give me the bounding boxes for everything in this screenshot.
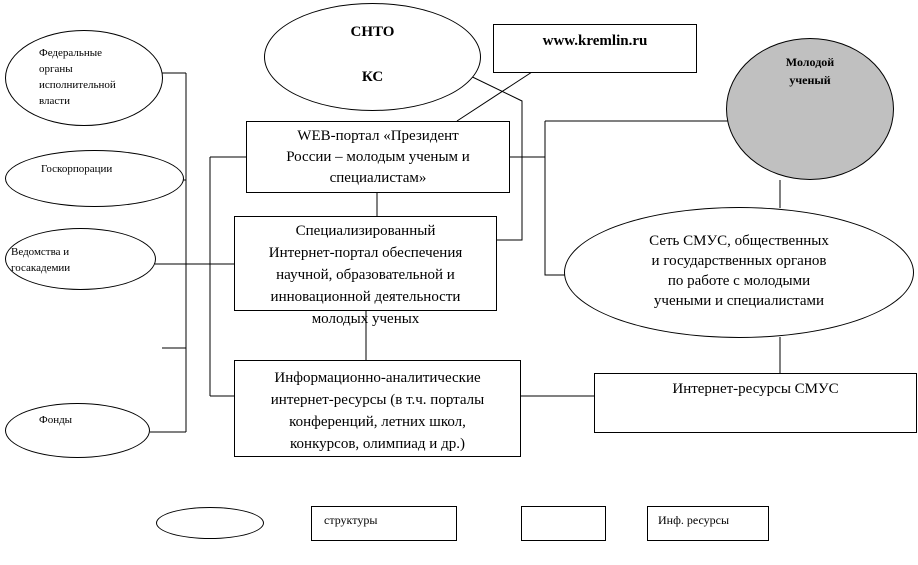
kremlin-label: www.kremlin.ru: [542, 33, 648, 49]
vedomstva-node: Ведомства и госакадемии: [5, 228, 156, 290]
smus-resources-label: Интернет-ресурсы СМУС: [672, 381, 839, 397]
info-analytic-label-2: интернет-ресурсы (в т.ч. порталы: [270, 392, 485, 408]
spec-portal-label-4: инновационной деятельности: [270, 289, 461, 305]
vedomstva-label-2: госакадемии: [11, 262, 71, 274]
federal-label-3: исполнительной: [39, 79, 116, 91]
snto-label: СНТО: [350, 24, 395, 40]
federal-label-2: органы: [39, 63, 73, 75]
federal-label-4: власти: [39, 95, 70, 107]
vedomstva-label-1: Ведомства и: [11, 246, 70, 258]
smus-network-label-3: по работе с молодыми: [667, 273, 811, 289]
legend-structure-shape: [156, 507, 264, 539]
web-portal-label-2: России – молодым ученым и: [286, 149, 470, 165]
young-scientist-label-2: ученый: [789, 73, 831, 87]
info-analytic-label-4: конкурсов, олимпиад и др.): [290, 436, 465, 452]
smus-network-label-1: Сеть СМУС, общественных: [649, 233, 829, 249]
info-analytic-label-1: Информационно-аналитические: [274, 370, 481, 386]
spec-portal-node: Специализированный Интернет-портал обесп…: [234, 216, 497, 327]
snto-node: СНТО КС: [264, 3, 481, 111]
legend-structures-box: структуры: [311, 506, 457, 541]
young-scientist-node: Молодой ученый: [726, 38, 894, 180]
spec-portal-label-2: Интернет-портал обеспечения: [268, 245, 463, 261]
fondy-node: Фонды: [5, 403, 150, 458]
connector-snto: [457, 69, 523, 241]
federal-node: Федеральные органы исполнительной власти: [5, 30, 163, 126]
connector-right-bus: [544, 121, 565, 276]
connector-kremlin: [456, 71, 533, 122]
web-portal-node: WEB-портал «Президент России – молодым у…: [246, 121, 510, 193]
snto-label-2: КС: [361, 69, 384, 85]
web-portal-label-1: WEB-портал «Президент: [297, 128, 459, 144]
legend-structures-label: структуры: [324, 513, 378, 527]
smus-resources-node: Интернет-ресурсы СМУС: [594, 373, 917, 433]
spec-portal-label-3: научной, образовательной и: [276, 267, 455, 283]
kremlin-node: www.kremlin.ru: [493, 24, 697, 73]
smus-network-label-4: учеными и специалистами: [653, 293, 825, 309]
info-analytic-label-3: конференций, летних школ,: [289, 414, 466, 430]
web-portal-label-3: специалистам»: [329, 170, 427, 186]
legend-inf-resources-box: Инф. ресурсы: [647, 506, 769, 541]
legend-resource-shape: [521, 506, 606, 541]
smus-network-node: Сеть СМУС, общественных и государственны…: [564, 207, 914, 338]
legend-inf-resources-label: Инф. ресурсы: [658, 513, 730, 527]
fondy-label: Фонды: [39, 414, 73, 426]
spec-portal-label-5: молодых ученых: [311, 311, 420, 327]
goskorp-node: Госкорпорации: [5, 150, 184, 207]
info-analytic-node: Информационно-аналитические интернет-рес…: [234, 360, 521, 457]
young-scientist-label: Молодой: [785, 55, 835, 69]
goskorp-label: Госкорпорации: [41, 163, 113, 175]
spec-portal-label-1: Специализированный: [295, 223, 436, 239]
federal-label-1: Федеральные: [39, 47, 103, 59]
smus-network-label-2: и государственных органов: [651, 253, 827, 269]
